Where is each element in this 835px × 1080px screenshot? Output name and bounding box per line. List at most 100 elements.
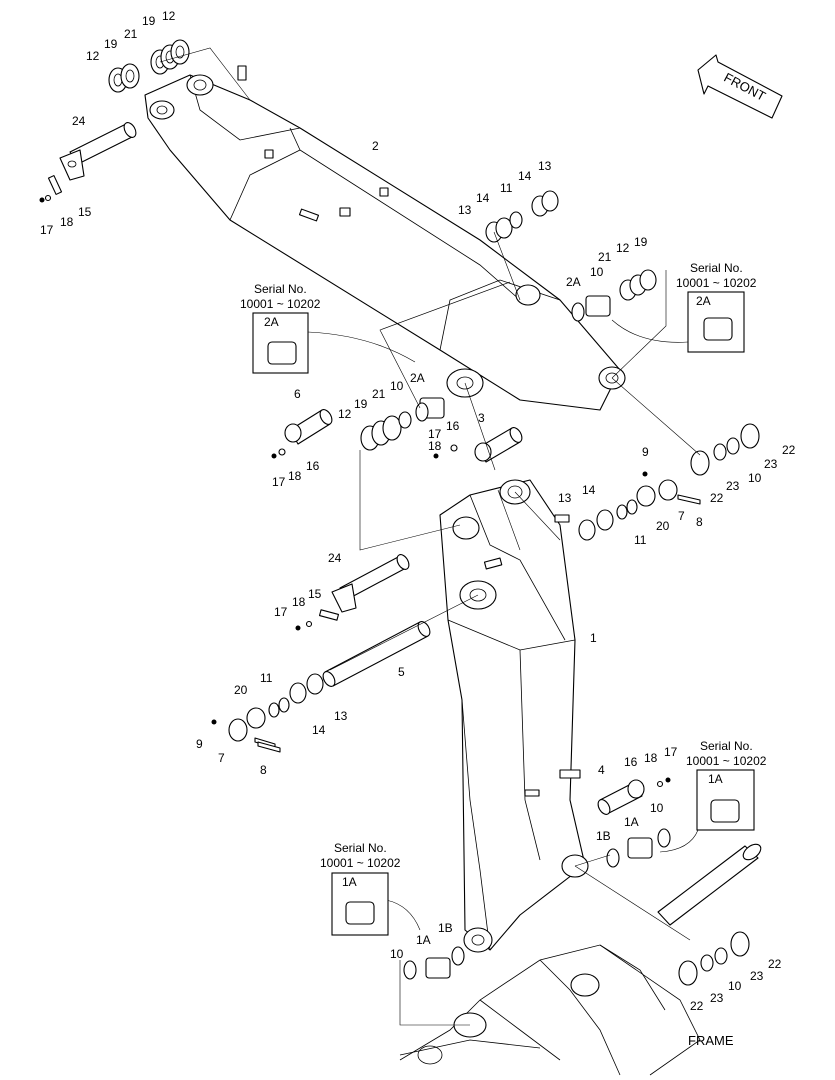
callout: 15 [308, 587, 322, 601]
callout: 1B [438, 921, 453, 935]
callout: 13 [558, 491, 572, 505]
callout: 16 [306, 459, 320, 473]
callout: 24 [72, 114, 86, 128]
callout: 11 [500, 181, 513, 195]
callout: 18 [288, 469, 302, 483]
pin-5-icon [322, 621, 431, 687]
pin-6-icon [284, 409, 333, 445]
pin-3-icon [474, 427, 523, 463]
callout: 23 [764, 457, 778, 471]
callout: 23 [710, 991, 724, 1005]
callout: 14 [582, 483, 596, 497]
callout: 20 [234, 683, 248, 697]
callout: 17 [428, 427, 442, 441]
callout: 14 [476, 191, 490, 205]
callout: 21 [598, 250, 612, 264]
callout: 17 [272, 475, 286, 489]
pin-4-icon [597, 779, 645, 815]
svg-text:2A: 2A [696, 294, 711, 308]
callout: 10 [590, 265, 604, 279]
callout: 23 [750, 969, 764, 983]
callout: 15 [78, 205, 92, 219]
callout: 3 [478, 411, 485, 425]
callout: 2A [566, 275, 581, 289]
callout: 21 [124, 27, 138, 41]
callout: 18 [292, 595, 306, 609]
callout: 19 [634, 235, 648, 249]
svg-text:10001 ~ 10202: 10001 ~ 10202 [676, 276, 757, 290]
boom-assembly [439, 479, 589, 953]
svg-text:2A: 2A [264, 315, 279, 329]
callout: 22 [710, 491, 724, 505]
callout: 14 [312, 723, 326, 737]
svg-text:1A: 1A [708, 772, 723, 786]
callout: 7 [218, 751, 225, 765]
svg-text:Serial No.: Serial No. [690, 261, 743, 275]
callout: 10 [728, 979, 742, 993]
callout: 12 [616, 241, 630, 255]
rings-boom-foot-icon [403, 302, 671, 980]
callout: 19 [354, 397, 368, 411]
callout: 18 [428, 439, 442, 453]
frame-label: FRAME [688, 1033, 734, 1048]
callout: 18 [644, 751, 658, 765]
washer-stack-boom-top-icon [578, 479, 701, 541]
callout: 10 [650, 801, 664, 815]
callout: 24 [328, 551, 342, 565]
washer-stack-top-left-icon [108, 39, 190, 93]
callout: 19 [142, 14, 156, 28]
callout: 2A [410, 371, 425, 385]
svg-text:10001 ~ 10202: 10001 ~ 10202 [686, 754, 767, 768]
washer-stack-boom-left-icon [228, 673, 324, 749]
callout: 14 [518, 169, 532, 183]
leader-lines [159, 47, 701, 1026]
pin-24-top-icon [59, 122, 137, 181]
callout: 22 [782, 443, 796, 457]
callout: 4 [598, 763, 605, 777]
callout: 1B [596, 829, 611, 843]
washer-stack-arm-top-icon [485, 190, 559, 243]
callout: 1A [416, 933, 431, 947]
callout: 22 [768, 957, 782, 971]
callout: 21 [372, 387, 386, 401]
callout: 23 [726, 479, 740, 493]
callout: 9 [642, 445, 649, 459]
callout: 6 [294, 387, 301, 401]
callout: 18 [60, 215, 74, 229]
serial-box-top-right: Serial No. 10001 ~ 10202 2A [676, 261, 757, 353]
callout-labels: 12 19 21 19 12 24 15 18 17 2 13 14 11 14… [40, 9, 796, 1013]
svg-text:10001 ~ 10202: 10001 ~ 10202 [240, 297, 321, 311]
callout: 16 [624, 755, 638, 769]
callout: 17 [664, 745, 678, 759]
serial-box-top-left: Serial No. 10001 ~ 10202 2A [240, 282, 321, 374]
callout: 1 [590, 631, 597, 645]
washer-stack-bottom-right-icon [678, 931, 750, 986]
svg-text:Serial No.: Serial No. [334, 841, 387, 855]
callout: 19 [104, 37, 118, 51]
callout: 10 [748, 471, 762, 485]
callout: 22 [690, 999, 704, 1013]
boom-foot-pin-icon [657, 843, 762, 926]
callout: 16 [446, 419, 460, 433]
washer-stack-arm-left-icon [360, 411, 412, 451]
washer-stack-arm-right-icon [619, 269, 657, 301]
svg-text:1A: 1A [342, 875, 357, 889]
callout: 2 [372, 139, 379, 153]
callout: 12 [86, 49, 100, 63]
callout: 8 [696, 515, 703, 529]
callout: 13 [458, 203, 472, 217]
callout: 20 [656, 519, 670, 533]
pin-24-mid-icon [331, 554, 410, 613]
callout: 10 [390, 379, 404, 393]
callout: 1A [624, 815, 639, 829]
callout: 11 [260, 671, 273, 685]
serial-box-bottom-left: Serial No. 10001 ~ 10202 1A [320, 841, 401, 936]
callout: 17 [40, 223, 54, 237]
callout: 11 [634, 533, 647, 547]
callout: 12 [338, 407, 352, 421]
callout: 9 [196, 737, 203, 751]
callout: 17 [274, 605, 288, 619]
callout: 8 [260, 763, 267, 777]
serial-box-bottom-right: Serial No. 10001 ~ 10202 1A [686, 739, 767, 831]
